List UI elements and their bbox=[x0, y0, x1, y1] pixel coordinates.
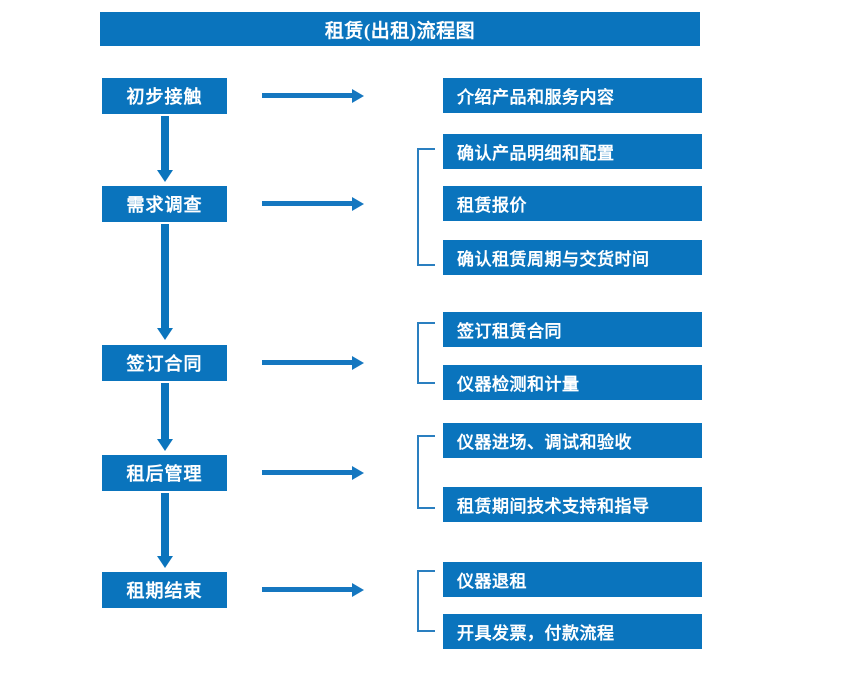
output-node-technical-support[interactable]: 租赁期间技术支持和指导 bbox=[443, 487, 702, 522]
stage-node-requirement-survey[interactable]: 需求调查 bbox=[102, 186, 227, 222]
bracket-group-lease-end bbox=[417, 570, 435, 632]
stage-node-lease-end[interactable]: 租期结束 bbox=[102, 572, 227, 608]
page-title: 租赁(出租)流程图 bbox=[100, 12, 700, 46]
vertical-arrow-4-to-5 bbox=[161, 493, 169, 557]
output-node-instrument-inspection[interactable]: 仪器检测和计量 bbox=[443, 365, 702, 400]
vertical-arrow-1-to-2 bbox=[161, 116, 169, 171]
vertical-arrow-3-to-4 bbox=[161, 383, 169, 440]
bracket-group-requirement-survey bbox=[417, 148, 435, 266]
output-node-sign-lease-agreement[interactable]: 签订租赁合同 bbox=[443, 312, 702, 347]
horizontal-arrow-stage-1 bbox=[262, 93, 352, 98]
stage-node-post-lease-management[interactable]: 租后管理 bbox=[102, 455, 227, 491]
bracket-group-sign-contract bbox=[417, 322, 435, 384]
output-node-invoice-and-payment[interactable]: 开具发票，付款流程 bbox=[443, 614, 702, 649]
output-node-instrument-installation[interactable]: 仪器进场、调试和验收 bbox=[443, 423, 702, 458]
output-node-lease-quotation[interactable]: 租赁报价 bbox=[443, 186, 702, 221]
stage-node-sign-contract[interactable]: 签订合同 bbox=[102, 345, 227, 381]
bracket-group-post-lease-management bbox=[417, 435, 435, 509]
stage-node-initial-contact[interactable]: 初步接触 bbox=[102, 78, 227, 114]
output-node-confirm-lease-period[interactable]: 确认租赁周期与交货时间 bbox=[443, 240, 702, 275]
horizontal-arrow-stage-3 bbox=[262, 360, 352, 365]
horizontal-arrow-stage-2 bbox=[262, 201, 352, 206]
horizontal-arrow-stage-5 bbox=[262, 587, 352, 592]
horizontal-arrow-stage-4 bbox=[262, 470, 352, 475]
output-node-confirm-product-details[interactable]: 确认产品明细和配置 bbox=[443, 134, 702, 169]
vertical-arrow-2-to-3 bbox=[161, 224, 169, 329]
output-node-introduce-products[interactable]: 介绍产品和服务内容 bbox=[443, 78, 702, 113]
output-node-instrument-return[interactable]: 仪器退租 bbox=[443, 562, 702, 597]
